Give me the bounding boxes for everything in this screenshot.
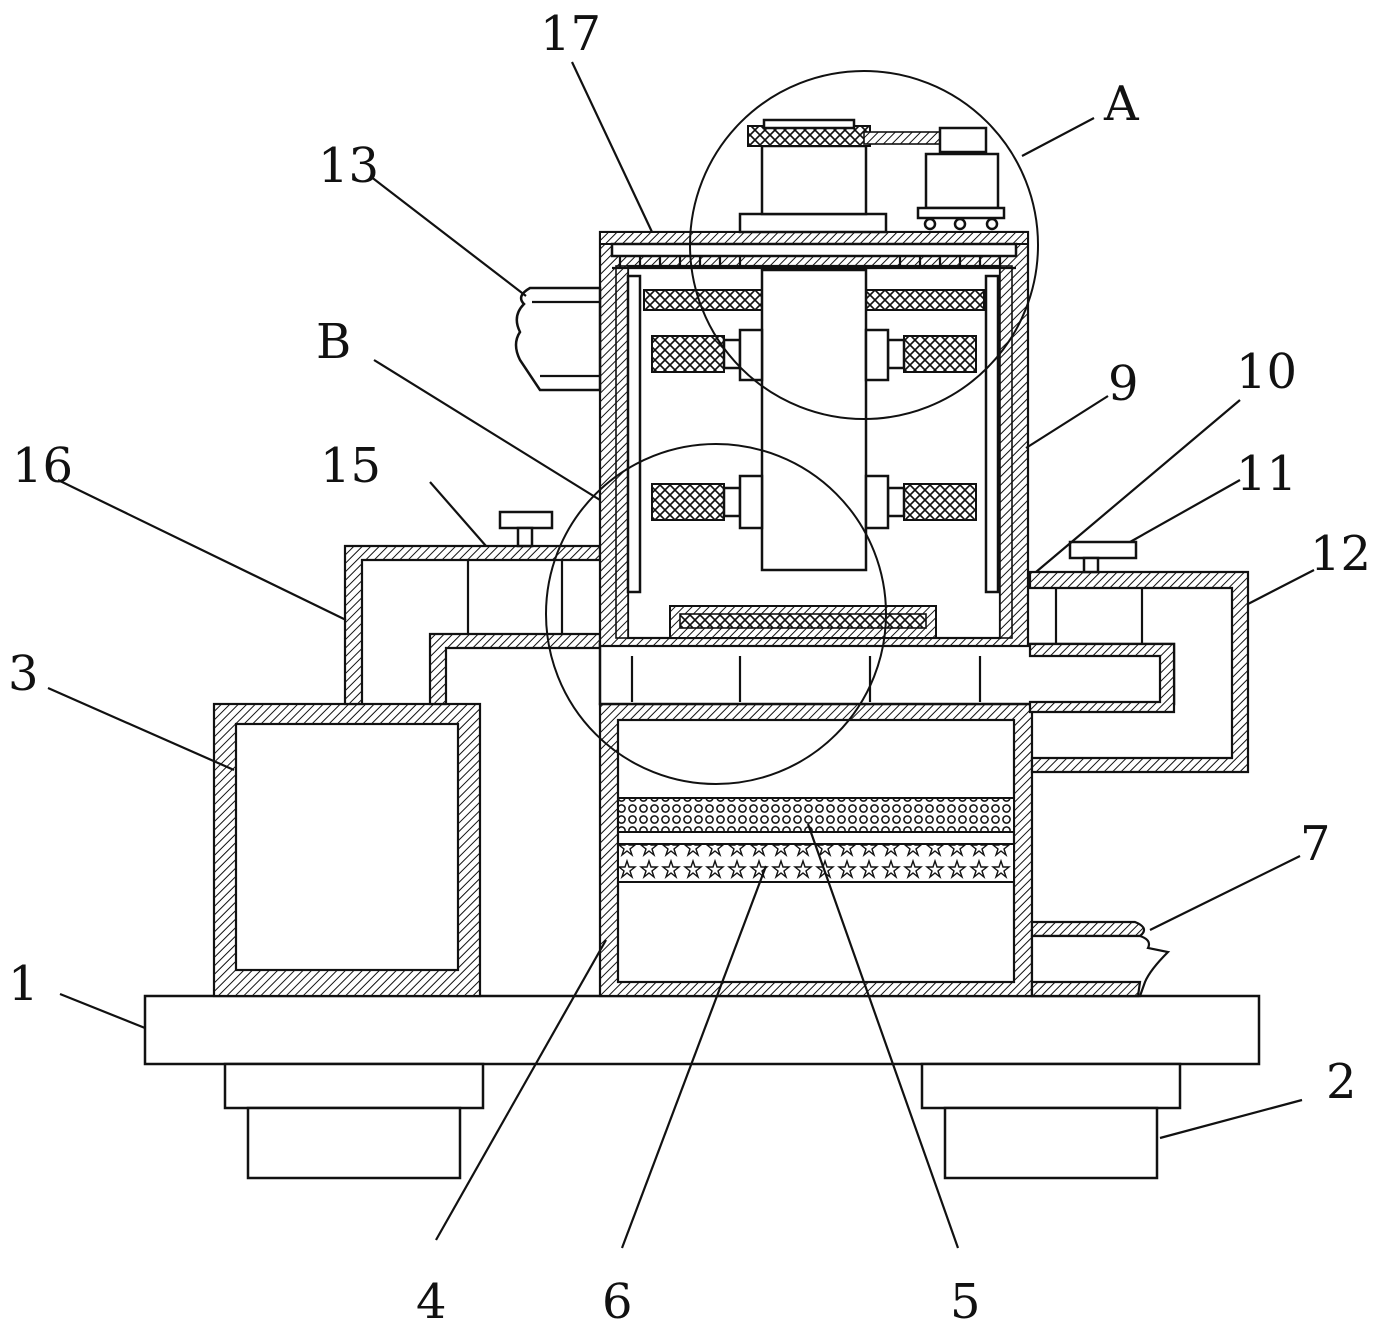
leader-lines (47, 61, 1315, 1249)
label-3: 3 (8, 646, 39, 702)
valve-left (498, 510, 554, 548)
lower-filter-chamber (598, 702, 1034, 998)
label-12: 12 (1310, 526, 1371, 582)
label-10: 10 (1236, 344, 1297, 400)
connecting-channel (598, 642, 1176, 714)
support-foot-left (223, 1062, 485, 1180)
label-5: 5 (950, 1274, 981, 1330)
label-7: 7 (1300, 816, 1331, 872)
label-a: A (1103, 76, 1140, 132)
label-9: 9 (1108, 356, 1139, 412)
detail-circle-a (689, 70, 1039, 420)
top-lid (599, 231, 1029, 245)
drive-motor-assembly (738, 118, 1006, 234)
upper-housing (598, 230, 1030, 648)
inner-liner-right (999, 265, 1013, 639)
filter-layer-lower (617, 843, 1015, 883)
detail-circle-b (545, 443, 887, 785)
support-foot-right (920, 1062, 1182, 1180)
right-return-pipe (1028, 570, 1250, 774)
valve-right (1068, 540, 1138, 574)
label-13: 13 (318, 138, 379, 194)
label-4: 4 (416, 1274, 447, 1330)
label-2: 2 (1326, 1054, 1357, 1110)
label-15: 15 (320, 438, 381, 494)
outlet-pipe (1030, 920, 1171, 998)
base-plate (143, 994, 1261, 1066)
inner-liner-left (615, 265, 629, 639)
label-11: 11 (1236, 446, 1297, 502)
label-b: B (316, 314, 351, 370)
left-upper-pipe (343, 544, 602, 706)
filter-layer-upper (617, 797, 1015, 833)
label-17: 17 (540, 6, 601, 62)
label-1: 1 (8, 956, 39, 1012)
label-6: 6 (602, 1274, 633, 1330)
feed-pipe (514, 286, 602, 392)
left-tank (212, 702, 482, 998)
label-16: 16 (12, 438, 73, 494)
